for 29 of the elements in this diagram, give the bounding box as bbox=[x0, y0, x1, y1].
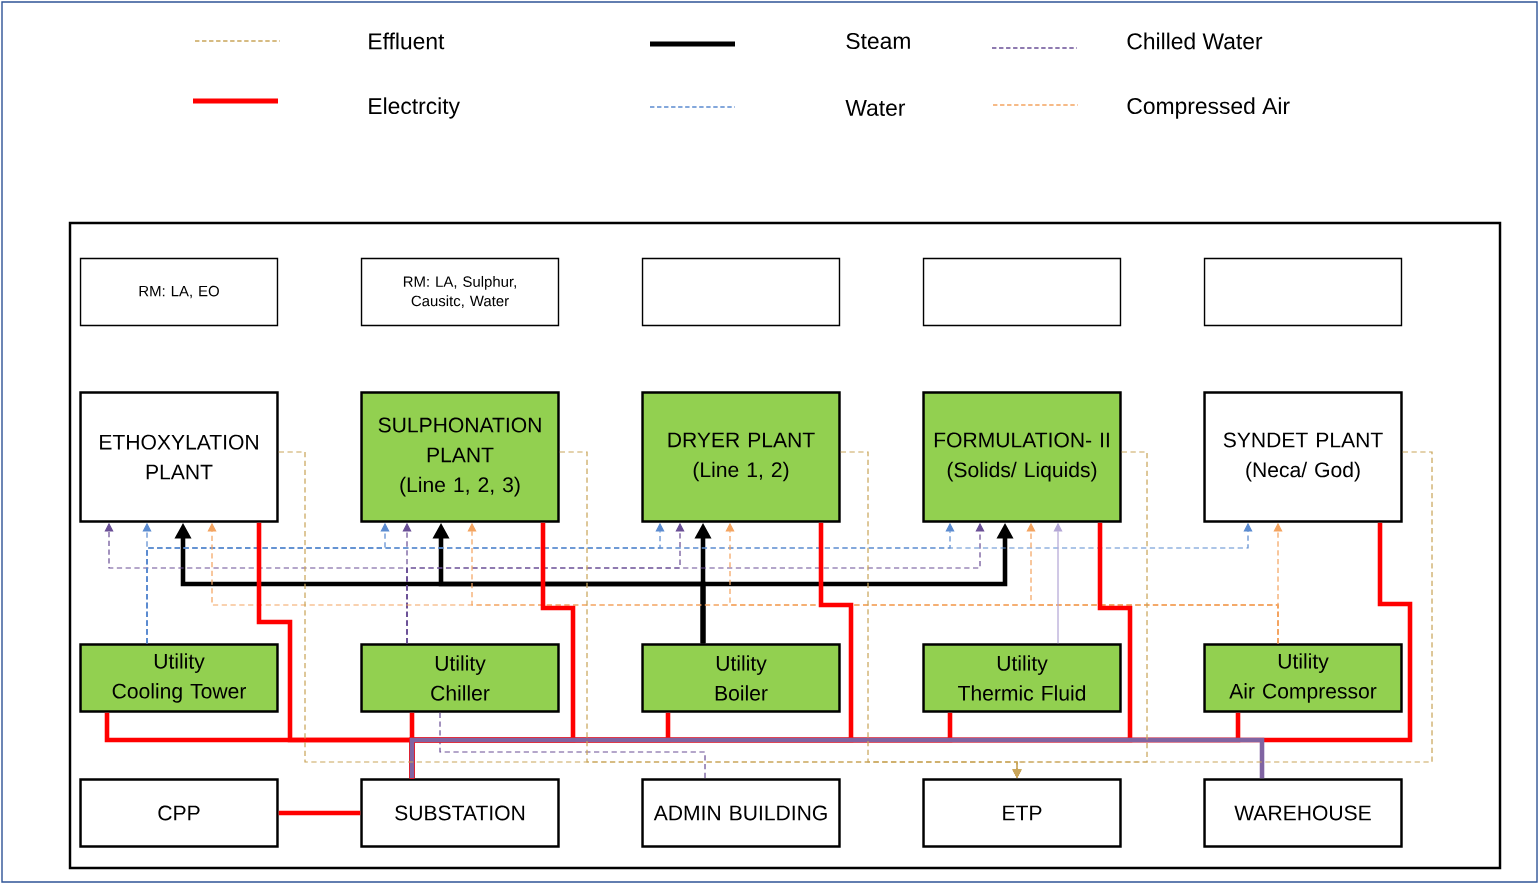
connector-line bbox=[278, 810, 361, 816]
legend-label: Compressed Air bbox=[1127, 97, 1290, 119]
connector-line bbox=[439, 712, 706, 779]
material-box: RM: LA, EO bbox=[79, 257, 279, 327]
building-box: WAREHOUSE bbox=[1203, 778, 1403, 848]
material-box bbox=[1203, 257, 1403, 327]
utility-box: Utility Boiler bbox=[641, 643, 841, 713]
plant-box: ETHOXYLATION PLANT bbox=[79, 391, 279, 523]
utility-box: Utility Chiller bbox=[360, 643, 560, 713]
legend-label: Water bbox=[845, 100, 906, 116]
material-box bbox=[641, 257, 841, 327]
building-box: CPP bbox=[79, 778, 279, 848]
legend-label: Effluent bbox=[369, 32, 445, 50]
utility-box: Utility Cooling Tower bbox=[79, 643, 279, 713]
plant-box: DRYER PLANT (Line 1, 2) bbox=[641, 391, 841, 523]
legend-label: Electrcity bbox=[369, 97, 460, 119]
connector-line bbox=[409, 737, 1265, 779]
plant-box: SULPHONATION PLANT (Line 1, 2, 3) bbox=[360, 391, 560, 523]
building-box: ETP bbox=[922, 778, 1122, 848]
material-box bbox=[922, 257, 1122, 327]
building-box: ADMIN BUILDING bbox=[641, 778, 841, 848]
material-box: RM: LA, Sulphur, Causitc, Water bbox=[360, 257, 560, 327]
building-box: SUBSTATION bbox=[360, 778, 560, 848]
legend-label: Chilled Water bbox=[1127, 32, 1263, 50]
plant-box: SYNDET PLANT (Neca/ God) bbox=[1203, 391, 1403, 523]
utility-box: Utility Thermic Fluid bbox=[922, 643, 1122, 713]
legend-label: Steam bbox=[846, 32, 910, 50]
utility-box: Utility Air Compressor bbox=[1203, 643, 1403, 713]
plant-box: FORMULATION- II (Solids/ Liquids) bbox=[922, 391, 1122, 523]
